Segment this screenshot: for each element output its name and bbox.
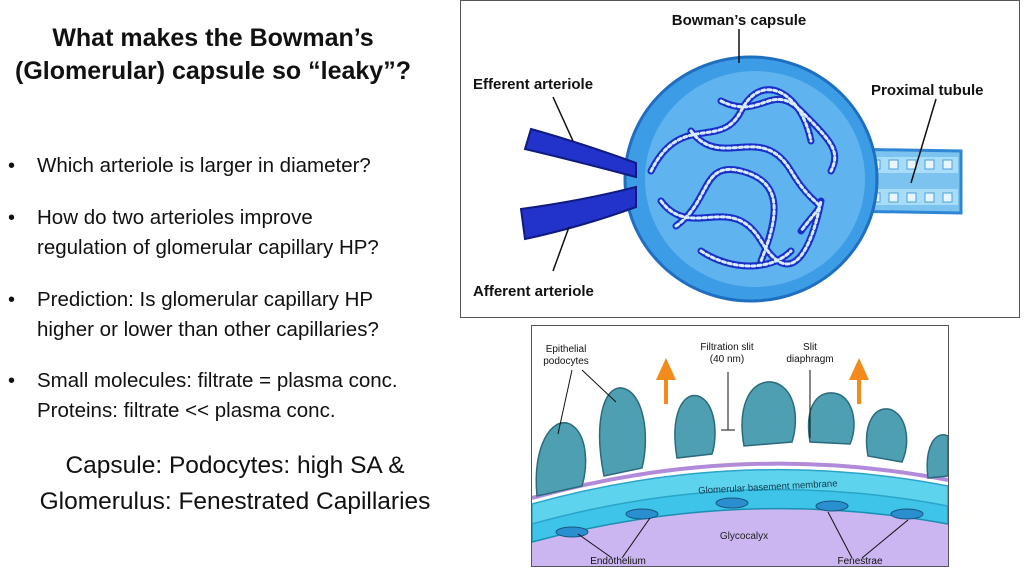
slit-diaphragm-line (532, 461, 948, 500)
summary-line-1: Capsule: Podocytes: high SA & (65, 452, 405, 479)
bottom-leader-lines (557, 369, 909, 559)
glomerulus-diagram: Bowman’s capsule Efferent arteriole Affe… (473, 12, 984, 303)
slit-size-label: (40 nm) (710, 354, 744, 365)
filtration-membrane-figure: Epithelial podocytes Filtration slit (40… (531, 325, 949, 567)
bullet-dot: • (8, 370, 16, 392)
bullet-text: Proteins: filtrate << plasma conc. (37, 399, 336, 422)
capillary-tuft (647, 86, 839, 270)
bullet-dot: • (8, 207, 16, 229)
efferent-arteriole-label: Efferent arteriole (473, 76, 593, 93)
epithelial-label: Epithelial (546, 344, 587, 355)
basement-membrane-shape (532, 468, 948, 525)
podocytes-label: podocytes (543, 356, 589, 367)
arterioles-shape (519, 127, 637, 241)
bullet-text: higher or lower than other capillaries? (37, 318, 379, 341)
bullet-text: Which arteriole is larger in diameter? (37, 154, 371, 177)
summary-text: Capsule: Podocytes: high SA & Glomerulus… (0, 448, 470, 520)
endothelium-label: Endothelium (590, 556, 646, 566)
slide-title: What makes the Bowman’s (Glomerular) cap… (0, 22, 426, 88)
fenestrae-label: Fenestrae (837, 556, 882, 566)
title-line-2: (Glomerular) capsule so “leaky”? (15, 57, 411, 85)
filtration-slit-label: Filtration slit (700, 342, 754, 353)
bullet-dot: • (8, 155, 16, 177)
diaphragm-label: diaphragm (786, 354, 833, 365)
proximal-tubule-label: Proximal tubule (871, 82, 984, 99)
filtration-membrane-diagram: Epithelial podocytes Filtration slit (40… (532, 326, 948, 566)
glycocalyx-label: Glycocalyx (720, 531, 768, 542)
podocyte-shapes (535, 381, 948, 497)
bullet-text: Prediction: Is glomerular capillary HP (37, 288, 374, 311)
bullet-text: How do two arterioles improve (37, 206, 313, 229)
summary-line-2: Glomerulus: Fenestrated Capillaries (39, 488, 431, 515)
filtration-arrows (656, 358, 869, 404)
bullet-text: Small molecules: filtrate = plasma conc. (37, 369, 398, 392)
bullet-dot: • (8, 289, 16, 311)
glomerulus-figure: Bowman’s capsule Efferent arteriole Affe… (460, 0, 1020, 318)
leader-lines (552, 29, 937, 272)
slit-label: Slit (803, 342, 817, 353)
afferent-arteriole-label: Afferent arteriole (473, 283, 594, 300)
bowmans-capsule-label: Bowman’s capsule (672, 12, 807, 29)
fenestrae-shapes (555, 497, 924, 538)
title-line-1: What makes the Bowman’s (52, 24, 374, 52)
bullet-text: regulation of glomerular capillary HP? (37, 236, 379, 259)
